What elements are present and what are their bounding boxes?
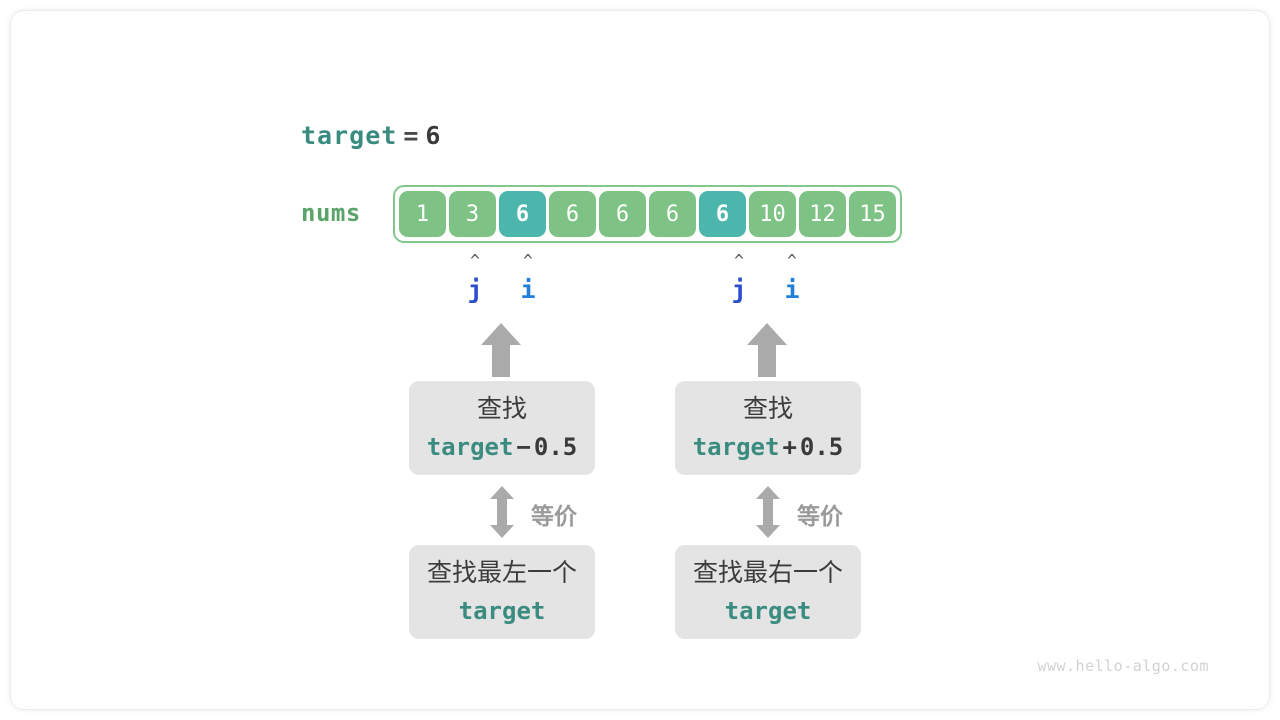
search-box-label: 查找 (476, 395, 527, 423)
pointer-label: j (731, 275, 747, 304)
minus-operator: − (516, 433, 531, 461)
equals-operator: = (403, 121, 420, 150)
search-box-expression: target+0.5 (693, 430, 844, 464)
target-expression: target=6 (301, 121, 441, 150)
search-box-expression: target−0.5 (427, 430, 578, 464)
array-cell[interactable]: 6 (649, 191, 696, 237)
target-keyword: target (724, 597, 812, 625)
up-arrow-icon-right (746, 321, 788, 377)
caret-icon: ^ (787, 251, 797, 270)
double-arrow-icon-right (755, 485, 781, 539)
pointer-j-left: ^ j (455, 253, 495, 305)
array-cell[interactable]: 6 (549, 191, 596, 237)
array-name-label: nums (301, 199, 361, 227)
target-keyword: target (692, 433, 780, 461)
search-box-bottom-right: 查找最右一个 target (675, 545, 861, 639)
target-keyword: target (458, 597, 546, 625)
caret-icon: ^ (523, 251, 533, 270)
offset-value: 0.5 (533, 433, 578, 461)
array-cell[interactable]: 6 (699, 191, 746, 237)
array-cell[interactable]: 12 (799, 191, 846, 237)
search-box-label: 查找最右一个 (692, 559, 843, 587)
pointer-label: i (520, 275, 536, 304)
equivalence-label-left: 等价 (531, 503, 577, 529)
array-cell[interactable]: 10 (749, 191, 796, 237)
equivalence-label-right: 等价 (797, 503, 843, 529)
plus-operator: + (782, 433, 797, 461)
search-box-expression: target (725, 594, 812, 628)
pointer-j-right: ^ j (719, 253, 759, 305)
pointer-i-left: ^ i (508, 253, 548, 305)
array-cell[interactable]: 6 (599, 191, 646, 237)
target-variable-label: target (301, 121, 398, 150)
figure-card: target=6 nums 1 3 6 6 6 6 6 10 12 15 ^ j… (10, 10, 1270, 710)
array-cell[interactable]: 6 (499, 191, 546, 237)
search-box-top-left: 查找 target−0.5 (409, 381, 595, 475)
search-box-bottom-left: 查找最左一个 target (409, 545, 595, 639)
array-cell[interactable]: 1 (399, 191, 446, 237)
offset-value: 0.5 (799, 433, 844, 461)
pointer-label: j (467, 275, 483, 304)
caret-icon: ^ (470, 251, 480, 270)
search-box-top-right: 查找 target+0.5 (675, 381, 861, 475)
search-box-expression: target (459, 594, 546, 628)
array-container: 1 3 6 6 6 6 6 10 12 15 (393, 185, 902, 243)
search-box-label: 查找最左一个 (426, 559, 577, 587)
target-keyword: target (426, 433, 514, 461)
watermark: www.hello-algo.com (1037, 657, 1209, 675)
target-value: 6 (425, 121, 442, 150)
pointer-i-right: ^ i (772, 253, 812, 305)
caret-icon: ^ (734, 251, 744, 270)
up-arrow-icon-left (480, 321, 522, 377)
search-box-label: 查找 (742, 395, 793, 423)
array-cell[interactable]: 15 (849, 191, 896, 237)
double-arrow-icon-left (489, 485, 515, 539)
array-cell[interactable]: 3 (449, 191, 496, 237)
pointer-label: i (784, 275, 800, 304)
